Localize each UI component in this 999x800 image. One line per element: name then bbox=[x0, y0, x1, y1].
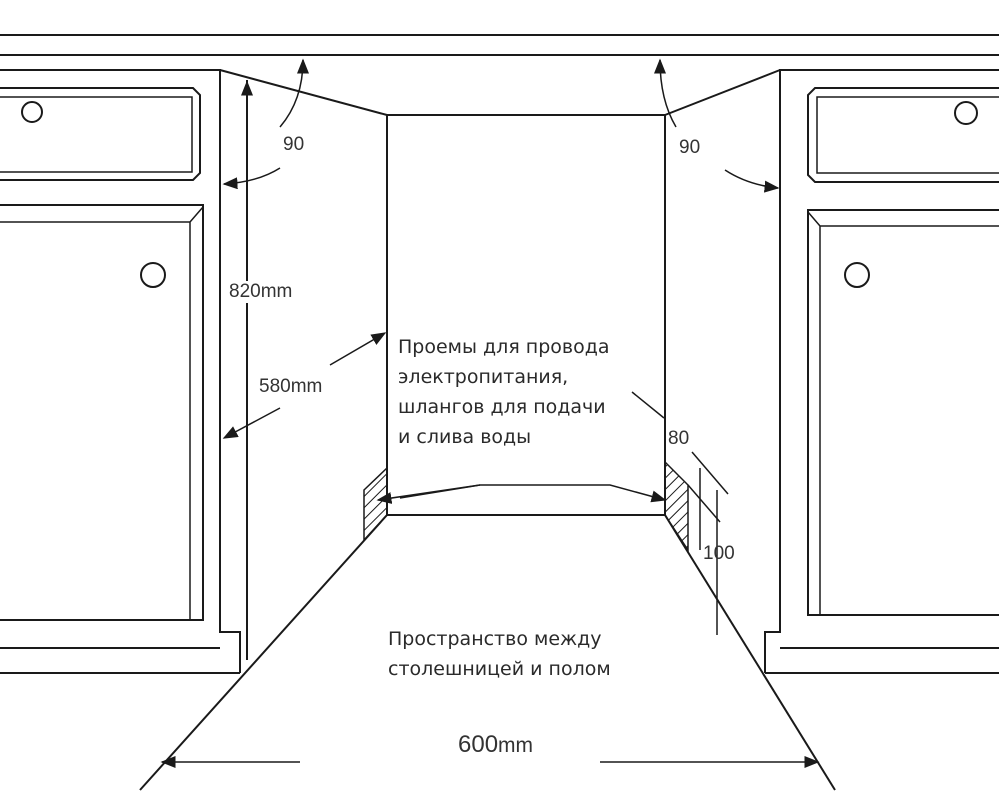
width-unit: mm bbox=[498, 734, 534, 757]
space-note-line: столешницей и полом bbox=[388, 658, 611, 680]
depth-label: 580mm bbox=[259, 376, 323, 397]
drawer-knob-icon bbox=[21, 101, 43, 123]
right-cabinet bbox=[764, 69, 999, 674]
width-label: 600mm bbox=[458, 731, 533, 759]
countertop bbox=[0, 34, 999, 56]
opening-height-label: 100 bbox=[703, 543, 735, 564]
door-knob-icon bbox=[140, 262, 166, 288]
drawer-knob-icon bbox=[954, 101, 978, 125]
angle-right-label: 90 bbox=[679, 137, 701, 158]
space-note-line: Пространство между bbox=[388, 628, 602, 650]
left-cabinet bbox=[0, 69, 241, 674]
dimension-lines bbox=[160, 58, 820, 768]
width-value: 600 bbox=[458, 731, 499, 758]
openings-note-line: шлангов для подачи bbox=[398, 396, 606, 418]
openings-note-line: электропитания, bbox=[398, 366, 569, 388]
opening-depth-label: 80 bbox=[668, 428, 690, 449]
openings-note-line: Проемы для провода bbox=[398, 336, 610, 358]
utility-openings bbox=[363, 460, 689, 553]
door-knob-icon bbox=[844, 262, 870, 288]
height-label: 820mm bbox=[229, 281, 293, 303]
angle-left-label: 90 bbox=[283, 134, 305, 155]
space-note: Пространство между столешницей и полом bbox=[388, 624, 611, 684]
openings-note-line: и слива воды bbox=[398, 426, 532, 448]
openings-note: Проемы для провода электропитания, шланг… bbox=[398, 332, 610, 452]
